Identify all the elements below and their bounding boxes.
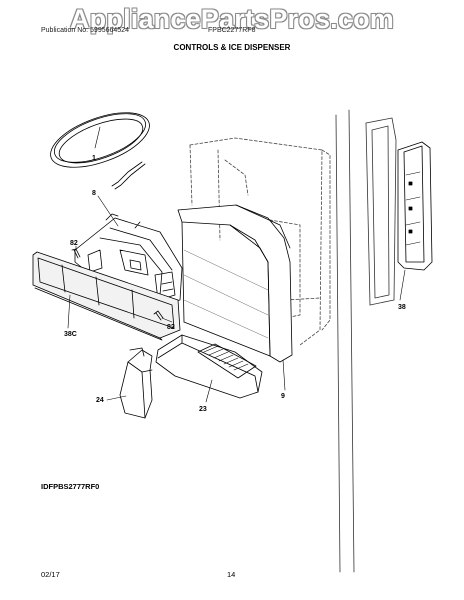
door-cavity-outline [189,137,331,346]
water-tube-coil [50,112,150,190]
leader-lines [67,126,406,403]
page-number: 14 [227,570,236,579]
label-part-23: 23 [199,406,207,413]
footer-date: 02/17 [41,570,60,579]
label-part-24: 24 [96,397,104,404]
label-part-8: 8 [92,190,96,197]
label-part-38c: 38C [64,331,77,338]
publication-number: Publication No: 5995664524 [41,27,129,34]
dispenser-paddle [119,347,153,419]
control-housing [74,213,183,308]
section-title: CONTROLS & ICE DISPENSER [173,43,291,52]
watermark-logo: AppliancePartsPros.com [69,4,394,34]
label-part-82-upper: 82 [70,240,78,247]
figure-id: IDFPBS2777RF0 [41,482,100,491]
label-part-82-lower: 82 [167,324,175,331]
dispenser-funnel [177,204,293,363]
label-part-9: 9 [281,393,285,400]
display-board [397,141,433,271]
screw-82-upper [71,248,81,259]
drip-tray [155,334,263,399]
front-control-panel [32,251,181,341]
door-liner [335,109,397,573]
label-part-38: 38 [398,304,406,311]
label-part-1: 1 [92,155,96,162]
model-number: FPBC2277RF8 [208,27,256,34]
screw-82-lower [153,310,164,321]
